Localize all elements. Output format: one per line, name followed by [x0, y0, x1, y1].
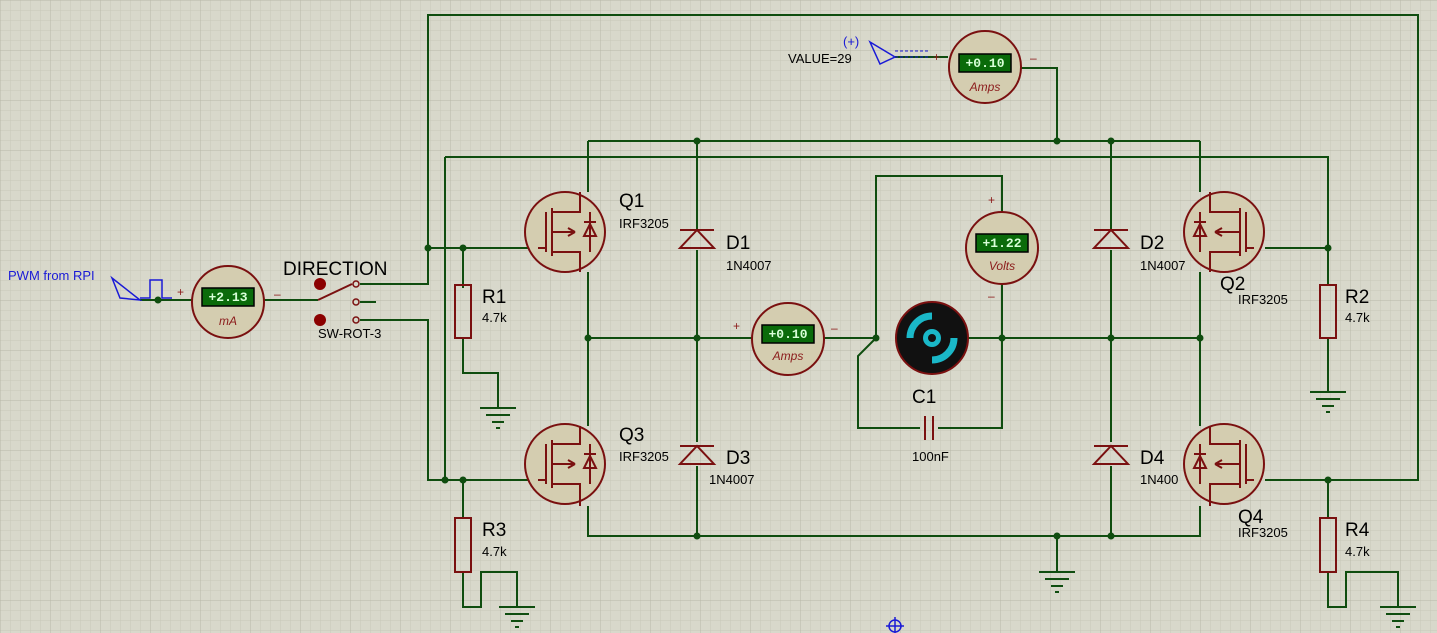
- ma-meter-reading: +2.13: [208, 290, 247, 305]
- wires: [140, 14, 1419, 608]
- ma-meter[interactable]: +2.13 mA + –: [177, 265, 281, 339]
- dc-source-polarity: (+): [843, 34, 859, 49]
- voltmeter-reading: +1.22: [982, 236, 1021, 251]
- ma-meter-plus: +: [177, 285, 184, 299]
- dc-source[interactable]: (+) VALUE=29: [788, 34, 928, 66]
- d4-name: D4: [1140, 448, 1165, 469]
- diode-d4[interactable]: D4 1N400: [1091, 444, 1178, 487]
- r1-value: 4.7k: [482, 310, 507, 325]
- r2-value: 4.7k: [1345, 310, 1370, 325]
- diode-d2[interactable]: D2 1N4007: [1091, 228, 1186, 273]
- d1-name: D1: [726, 233, 750, 254]
- voltmeter-unit: Volts: [989, 259, 1015, 273]
- c1-value: 100nF: [912, 449, 949, 464]
- ground-r4: [1380, 606, 1416, 628]
- ground-r2: [1310, 391, 1346, 413]
- mosfet-q4[interactable]: Q4 IRF3205: [1183, 423, 1288, 540]
- ground-bridge: [1039, 571, 1075, 593]
- ground-r1: [480, 407, 516, 429]
- capacitor-c1[interactable]: C1 100nF: [912, 387, 949, 464]
- pwm-label: PWM from RPI: [8, 268, 95, 283]
- voltmeter-minus: –: [988, 289, 995, 303]
- junction-dots: [154, 137, 1332, 540]
- r3-name: R3: [482, 520, 506, 541]
- r1-name: R1: [482, 287, 506, 308]
- resistor-r3[interactable]: R3 4.7k: [454, 517, 507, 573]
- mid-ammeter-unit: Amps: [772, 349, 804, 363]
- q2-name: Q2: [1220, 274, 1245, 295]
- d3-part: 1N4007: [709, 472, 755, 487]
- ma-meter-minus: –: [274, 287, 281, 301]
- mid-ammeter[interactable]: +0.10 Amps + –: [733, 302, 838, 376]
- q2-part: IRF3205: [1238, 292, 1288, 307]
- top-ammeter-reading: +0.10: [965, 56, 1004, 71]
- d4-part: 1N400: [1140, 472, 1178, 487]
- voltmeter[interactable]: +1.22 Volts + –: [965, 193, 1039, 303]
- q1-part: IRF3205: [619, 216, 669, 231]
- switch-name: DIRECTION: [283, 259, 388, 280]
- top-ammeter[interactable]: +0.10 Amps + –: [933, 30, 1037, 104]
- ground-symbols: [480, 391, 1416, 628]
- mosfet-q2[interactable]: Q2 IRF3205: [1183, 191, 1288, 307]
- c1-name: C1: [912, 387, 936, 408]
- top-ammeter-plus: +: [933, 50, 940, 64]
- resistor-r2[interactable]: R2 4.7k: [1319, 284, 1370, 339]
- q4-part: IRF3205: [1238, 525, 1288, 540]
- mid-ammeter-minus: –: [831, 321, 838, 335]
- r2-name: R2: [1345, 287, 1369, 308]
- pwm-source[interactable]: PWM from RPI: [8, 268, 172, 302]
- r4-value: 4.7k: [1345, 544, 1370, 559]
- r4-name: R4: [1345, 520, 1370, 541]
- r3-value: 4.7k: [482, 544, 507, 559]
- q4-name: Q4: [1238, 507, 1264, 528]
- dc-source-value: VALUE=29: [788, 51, 852, 66]
- dc-motor[interactable]: [895, 301, 969, 375]
- d3-name: D3: [726, 448, 750, 469]
- resistor-r1[interactable]: R1 4.7k: [454, 284, 507, 339]
- ma-meter-unit: mA: [219, 314, 237, 328]
- d1-part: 1N4007: [726, 258, 772, 273]
- diode-d1[interactable]: D1 1N4007: [677, 228, 772, 273]
- direction-switch[interactable]: DIRECTION SW-ROT-3: [283, 259, 388, 341]
- q3-part: IRF3205: [619, 449, 669, 464]
- mosfet-q3[interactable]: Q3 IRF3205: [524, 423, 669, 506]
- mid-ammeter-reading: +0.10: [768, 327, 807, 342]
- resistor-r4[interactable]: R4 4.7k: [1319, 517, 1370, 573]
- crosshair-icon: [886, 617, 904, 633]
- switch-part: SW-ROT-3: [318, 326, 381, 341]
- top-ammeter-unit: Amps: [969, 80, 1001, 94]
- mosfet-q1[interactable]: Q1 IRF3205: [524, 191, 669, 273]
- diode-d3[interactable]: D3 1N4007: [677, 444, 755, 487]
- q3-name: Q3: [619, 425, 644, 446]
- d2-part: 1N4007: [1140, 258, 1186, 273]
- d2-name: D2: [1140, 233, 1164, 254]
- q1-name: Q1: [619, 191, 644, 212]
- ground-r3: [499, 606, 535, 628]
- voltmeter-plus: +: [988, 193, 995, 207]
- mid-ammeter-plus: +: [733, 319, 740, 333]
- top-ammeter-minus: –: [1030, 51, 1037, 65]
